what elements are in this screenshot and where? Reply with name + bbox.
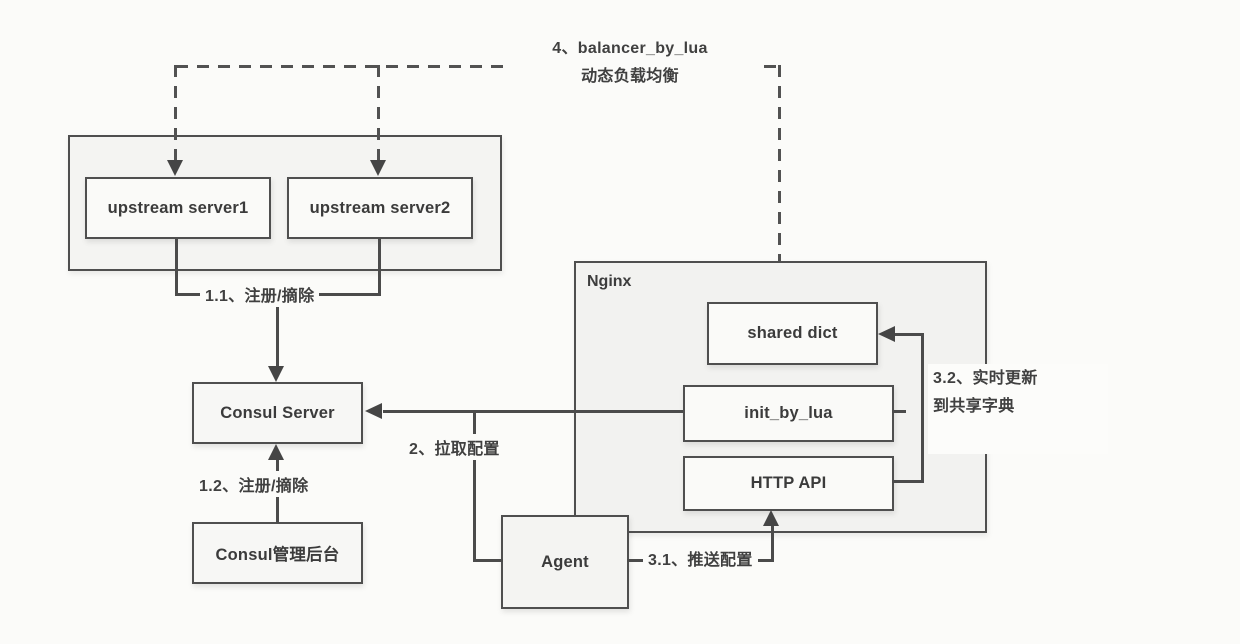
connector-update-v — [921, 333, 924, 483]
connector-push-to-httpapi — [771, 526, 774, 562]
label-realtime-update: 3.2、实时更新 到共享字典 — [928, 364, 1108, 454]
agent-label: Agent — [541, 552, 589, 571]
agent-node: Agent — [501, 515, 629, 609]
label-register-1-2: 1.2、注册/摘除 — [194, 471, 314, 497]
connector-initbylua-stub — [892, 410, 906, 413]
connector-pull-junction-v — [473, 410, 476, 562]
arrowhead-up-consul-icon — [268, 444, 284, 460]
upstream-server2-node: upstream server2 — [287, 177, 473, 239]
connector-httpapi-right — [892, 480, 924, 483]
dashed-connector-balancer-to-upstream1 — [174, 65, 177, 160]
dashed-connector-balancer-to-upstream2 — [377, 65, 380, 160]
http-api-label: HTTP API — [750, 474, 827, 492]
arrowhead-left-shareddict-icon — [878, 326, 895, 342]
arrowhead-down-upstream2-icon — [370, 160, 386, 176]
connector-upstream2-down — [378, 239, 381, 295]
label-balancer-line2: 动态负载均衡 — [581, 68, 679, 85]
dashed-connector-balancer-to-nginx — [778, 65, 781, 261]
upstream-server1-node: upstream server1 — [85, 177, 271, 239]
label-register-1-1: 1.1、注册/摘除 — [200, 281, 320, 307]
shared-dict-node: shared dict — [707, 302, 878, 365]
label-balancer-line1: 4、balancer_by_lua — [552, 40, 708, 57]
label-realtime-line1: 3.2、实时更新 — [933, 370, 1038, 387]
label-push-config: 3.1、推送配置 — [643, 545, 758, 571]
connector-register-to-consul — [276, 293, 279, 368]
connector-update-top — [893, 333, 923, 336]
init-by-lua-node: init_by_lua — [683, 385, 894, 442]
consul-admin-label: Consul管理后台 — [215, 546, 340, 564]
shared-dict-label: shared dict — [747, 324, 838, 342]
arrowhead-down-upstream1-icon — [167, 160, 183, 176]
connector-pull-config — [383, 410, 683, 413]
upstream-server2-label: upstream server2 — [309, 198, 451, 217]
consul-server-label: Consul Server — [220, 403, 335, 422]
upstream-server1-label: upstream server1 — [107, 198, 249, 217]
arrowhead-down-consul-icon — [268, 366, 284, 382]
nginx-label: Nginx — [587, 273, 632, 290]
connector-pull-junction-to-agent — [473, 559, 503, 562]
consul-server-node: Consul Server — [192, 382, 363, 444]
connector-upstream1-down — [175, 239, 178, 295]
arrowhead-up-httpapi-icon — [763, 510, 779, 526]
dashed-connector-balancer-top — [176, 65, 780, 68]
http-api-node: HTTP API — [683, 456, 894, 511]
label-realtime-line2: 到共享字典 — [933, 398, 1015, 415]
label-pull-config: 2、拉取配置 — [404, 434, 505, 460]
init-by-lua-label: init_by_lua — [744, 404, 833, 422]
consul-admin-node: Consul管理后台 — [192, 522, 363, 584]
arrowhead-left-consul-icon — [365, 403, 382, 419]
label-balancer-by-lua: 4、balancer_by_lua 动态负载均衡 — [505, 34, 755, 92]
